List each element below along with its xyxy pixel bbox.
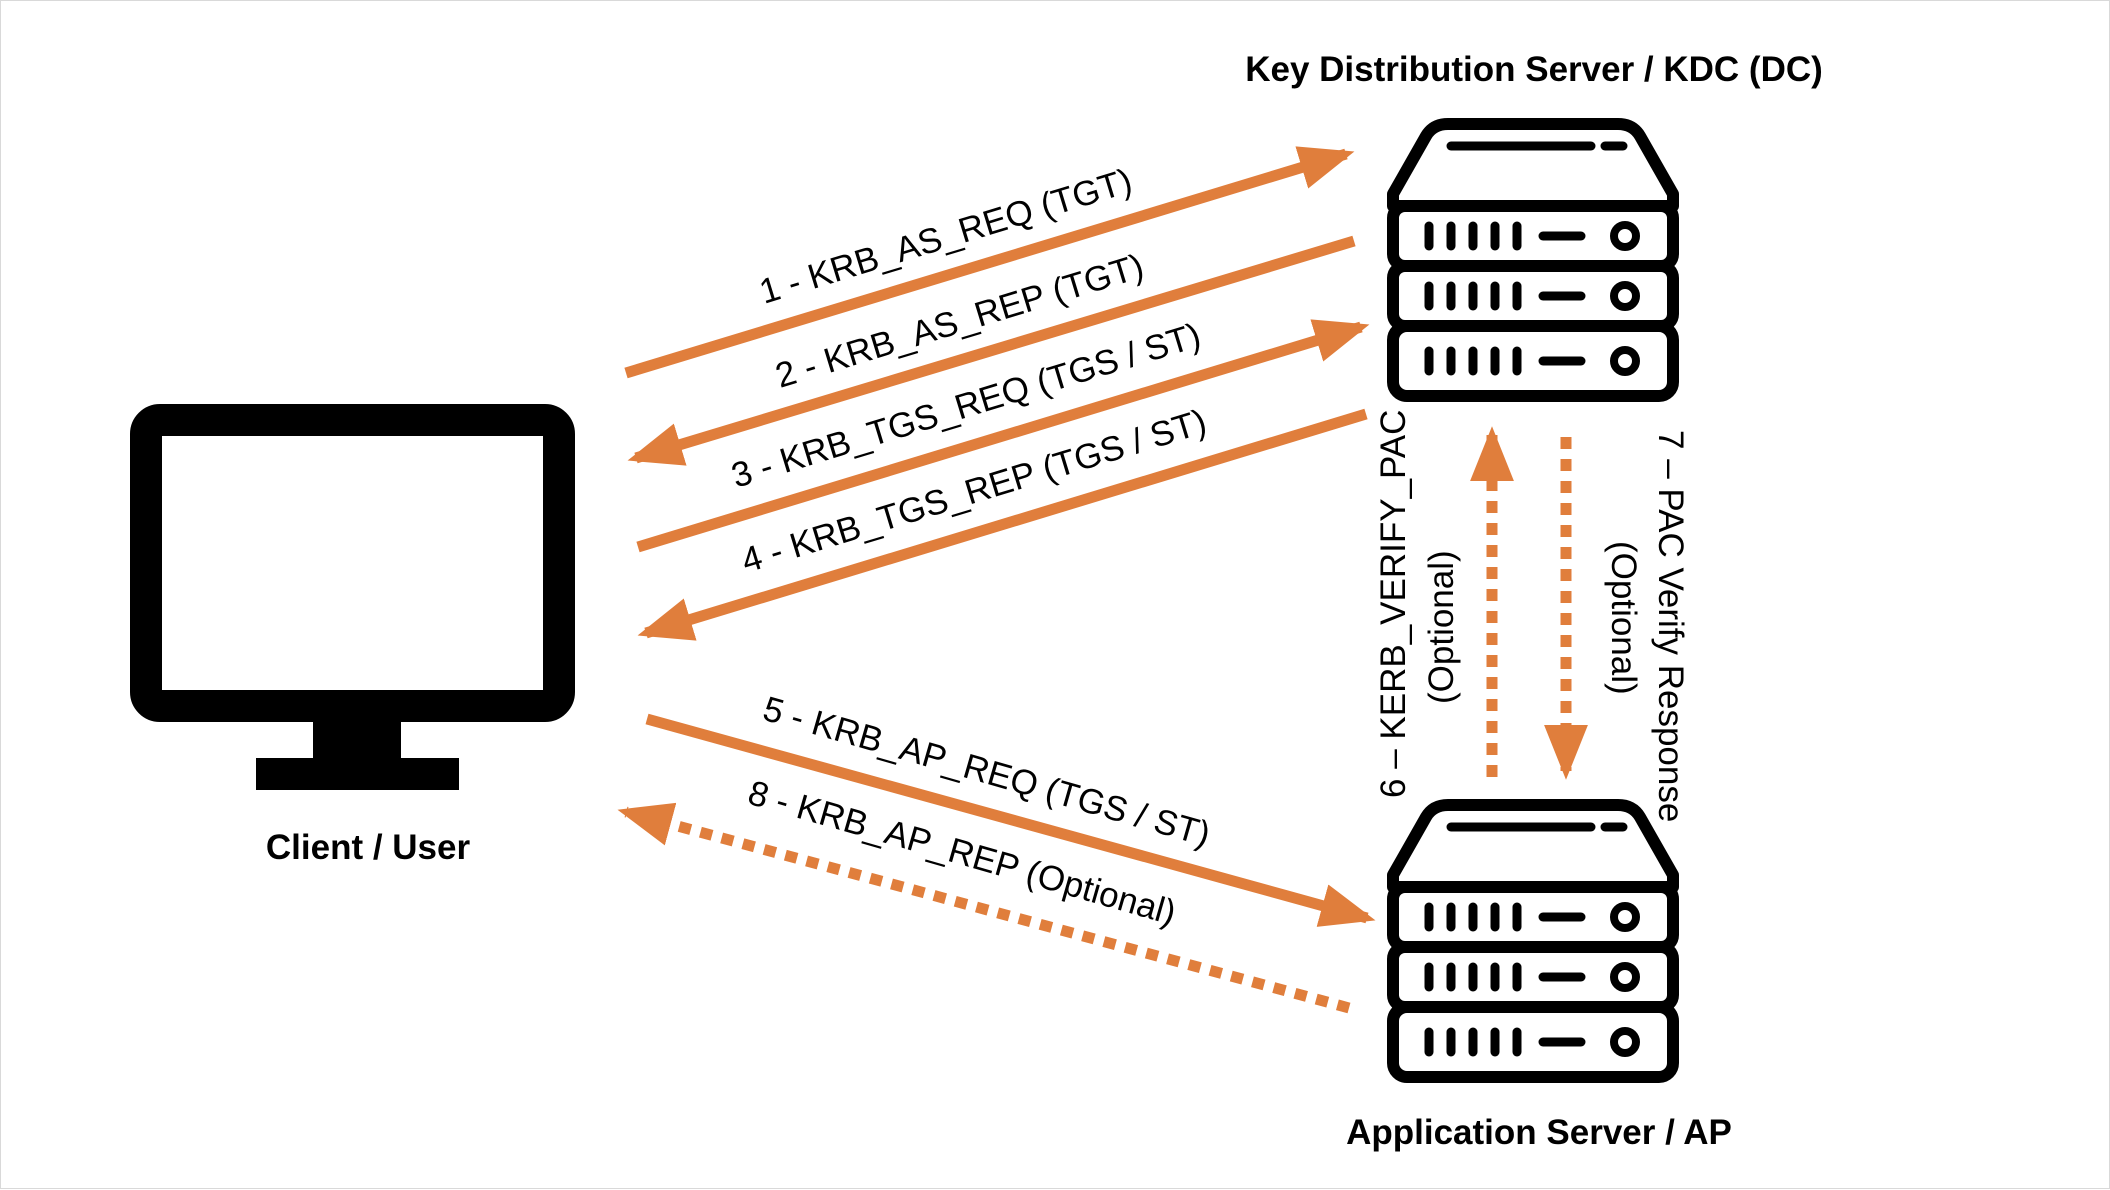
server-icon [1387, 799, 1679, 1083]
arrow-2 [627, 235, 1356, 466]
arrow-3 [636, 319, 1370, 553]
arrow-8 [617, 802, 1351, 1014]
monitor-icon [130, 404, 575, 790]
client-label: Client / User [266, 828, 471, 867]
arrow-1 [624, 146, 1355, 379]
arrow-4 [637, 408, 1368, 641]
message-arrows [617, 146, 1588, 1014]
message-label-7-optional: (Optional) [1604, 541, 1643, 695]
message-label-7: 7 – PAC Verify Response [1651, 430, 1690, 822]
message-label-6-optional: (Optional) [1422, 550, 1461, 704]
message-labels: 1 - KRB_AS_REQ (TGT) 2 - KRB_AS_REP (TGT… [727, 161, 1690, 933]
arrow-5 [645, 713, 1376, 927]
ap-label: Application Server / AP [1346, 1113, 1732, 1152]
server-icon [1387, 118, 1679, 402]
kdc-label: Key Distribution Server / KDC (DC) [1245, 50, 1823, 89]
message-label-6: 6 – KERB_VERIFY_PAC [1374, 410, 1413, 798]
